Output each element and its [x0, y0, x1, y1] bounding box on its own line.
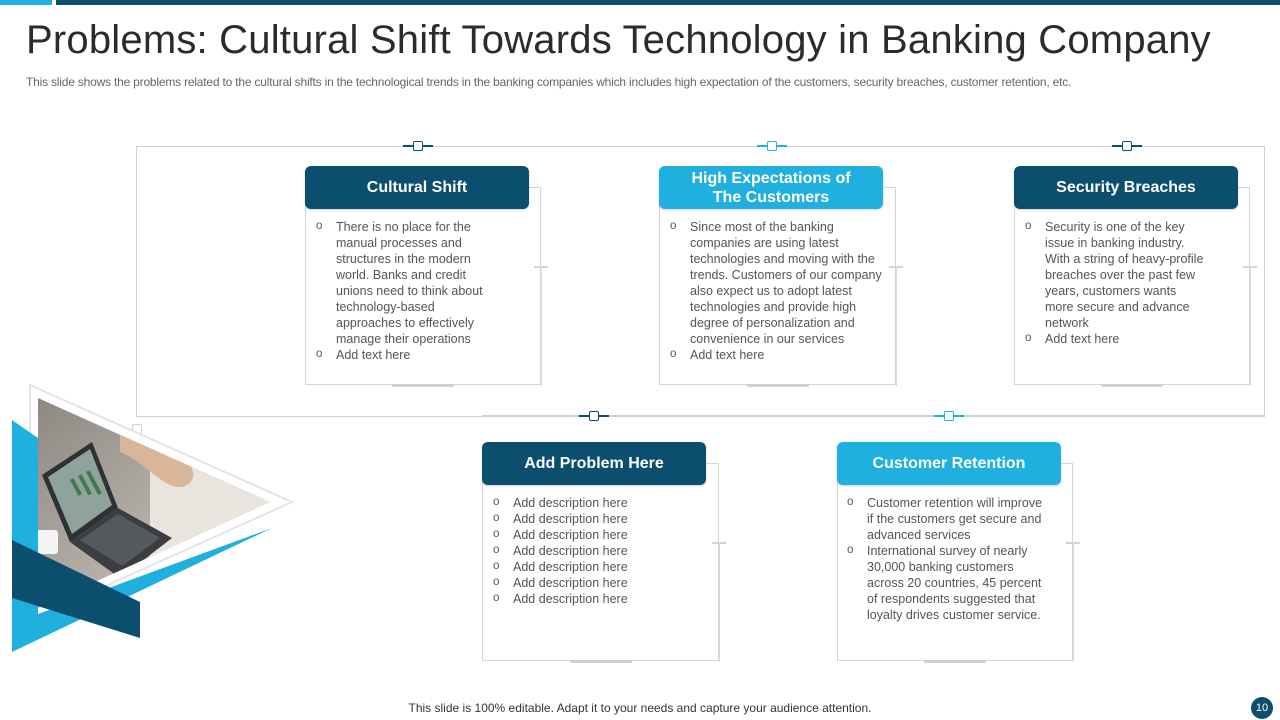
bullet-item: Add text here	[1025, 330, 1205, 347]
problem-title-4: Add Problem Here	[482, 442, 706, 485]
connector-frame-top	[136, 146, 1265, 417]
slide-subtitle: This slide shows the problems related to…	[26, 75, 1072, 89]
slide-title: Problems: Cultural Shift Towards Technol…	[26, 18, 1211, 62]
problem-bullets-1: There is no place for the manual process…	[316, 218, 498, 363]
footer-note: This slide is 100% editable. Adapt it to…	[408, 701, 872, 715]
connector-handle-5	[934, 411, 964, 421]
problem-title-1: Cultural Shift	[305, 166, 529, 209]
bullet-item: Since most of the banking companies are …	[670, 218, 884, 347]
problem-title-3: Security Breaches	[1014, 166, 1238, 209]
bullet-item: Add description here	[493, 526, 693, 543]
bullet-item: Add description here	[493, 510, 693, 527]
problem-title-2: High Expectations of The Customers	[659, 166, 883, 209]
connector-frame-bottom	[482, 415, 1264, 416]
connector-handle-1	[403, 141, 433, 151]
laptop-photo-decoration	[0, 380, 300, 680]
problem-bullets-5: Customer retention will improve if the c…	[847, 494, 1047, 623]
bullet-item: Add description here	[493, 494, 693, 511]
page-number-badge: 10	[1251, 697, 1273, 719]
bullet-item: There is no place for the manual process…	[316, 218, 498, 347]
bullet-item: Add text here	[670, 346, 884, 363]
connector-handle-3	[1112, 141, 1142, 151]
connector-handle-4	[579, 411, 609, 421]
laptop-photo-icon	[12, 383, 295, 652]
problem-bullets-4: Add description here Add description her…	[493, 494, 693, 607]
problem-title-5: Customer Retention	[837, 442, 1061, 485]
bullet-item: Add description here	[493, 590, 693, 607]
connector-handle-2	[757, 141, 787, 151]
problem-bullets-2: Since most of the banking companies are …	[670, 218, 884, 363]
accent-bar-light	[0, 0, 52, 5]
accent-bar-dark	[56, 0, 1280, 5]
bullet-item: Add text here	[316, 346, 498, 363]
problem-bullets-3: Security is one of the key issue in bank…	[1025, 218, 1205, 347]
bullet-item: Security is one of the key issue in bank…	[1025, 218, 1205, 331]
bullet-item: International survey of nearly 30,000 ba…	[847, 542, 1047, 623]
bullet-item: Customer retention will improve if the c…	[847, 494, 1047, 543]
bullet-item: Add description here	[493, 558, 693, 575]
bullet-item: Add description here	[493, 574, 693, 591]
bullet-item: Add description here	[493, 542, 693, 559]
